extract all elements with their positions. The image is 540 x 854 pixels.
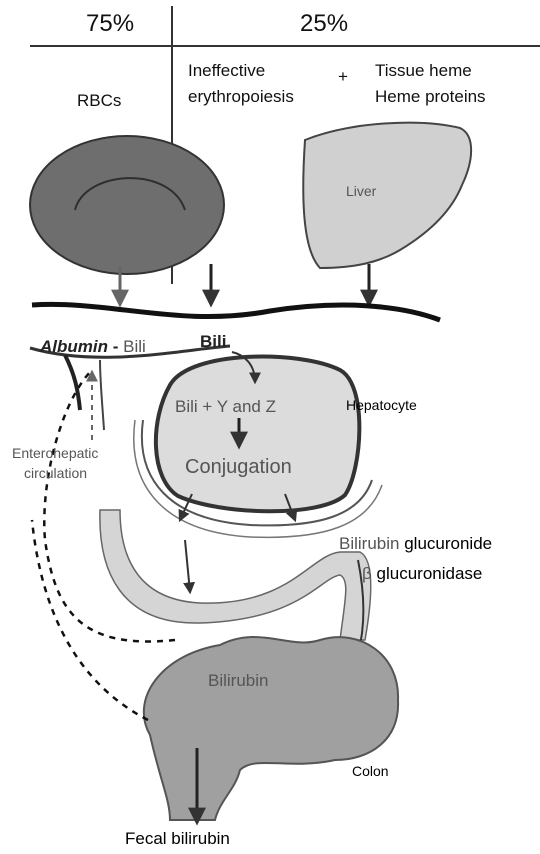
- rbc-label: RBCs: [77, 92, 121, 109]
- portal-vessel-right: [100, 360, 104, 430]
- albumin-bili-label: Albumin - Bili: [40, 338, 146, 355]
- albumin-bili-text: Bili: [123, 337, 146, 356]
- colon-bilirubin-label: Bilirubin: [208, 672, 268, 689]
- rbc-cell: [30, 136, 224, 274]
- blood-vessel-top: [32, 304, 440, 320]
- colon-organ: [144, 637, 398, 820]
- enterohepatic-line1: Enterohepatic: [12, 446, 98, 460]
- glucuronidase-text: glucuronidase: [377, 564, 483, 583]
- plus-sign: +: [338, 68, 348, 85]
- percentage-left: 75%: [86, 12, 134, 36]
- portal-vessel-left: [65, 355, 80, 410]
- albumin-dash: -: [108, 337, 123, 356]
- arrow-bile-down-left: [185, 540, 190, 592]
- ineffective-label-line2: erythropoiesis: [188, 88, 294, 105]
- bili-yz-binding: Bili + Y and Z: [175, 398, 276, 415]
- fecal-bilirubin-label: Fecal bilirubin: [125, 830, 230, 847]
- heme-proteins-label: Heme proteins: [375, 88, 486, 105]
- hepatocyte-cell: [134, 356, 382, 537]
- liver-organ: [303, 123, 471, 268]
- albumin-text: Albumin: [40, 337, 108, 356]
- hepatocyte-label: Hepatocyte: [346, 398, 417, 412]
- glucuronidase-label: β glucuronidase: [362, 565, 482, 582]
- bilirubin-glucuronide-label: Bilirubin glucuronide: [339, 535, 492, 552]
- glucuronide-text: glucuronide: [404, 534, 492, 553]
- tissue-heme-label: Tissue heme: [375, 62, 472, 79]
- ineffective-label-line1: Ineffective: [188, 62, 265, 79]
- liver-label: Liver: [346, 184, 376, 198]
- conjugation-label: Conjugation: [185, 457, 292, 477]
- percentage-right: 25%: [300, 12, 348, 36]
- free-bili-label: Bili: [200, 333, 226, 350]
- beta-symbol: β: [362, 564, 372, 583]
- enterohepatic-line2: circulation: [24, 466, 87, 480]
- colon-label: Colon: [352, 764, 389, 778]
- glucuronide-bilirubin-text: Bilirubin: [339, 534, 399, 553]
- enterohepatic-dashed-2: [32, 520, 148, 720]
